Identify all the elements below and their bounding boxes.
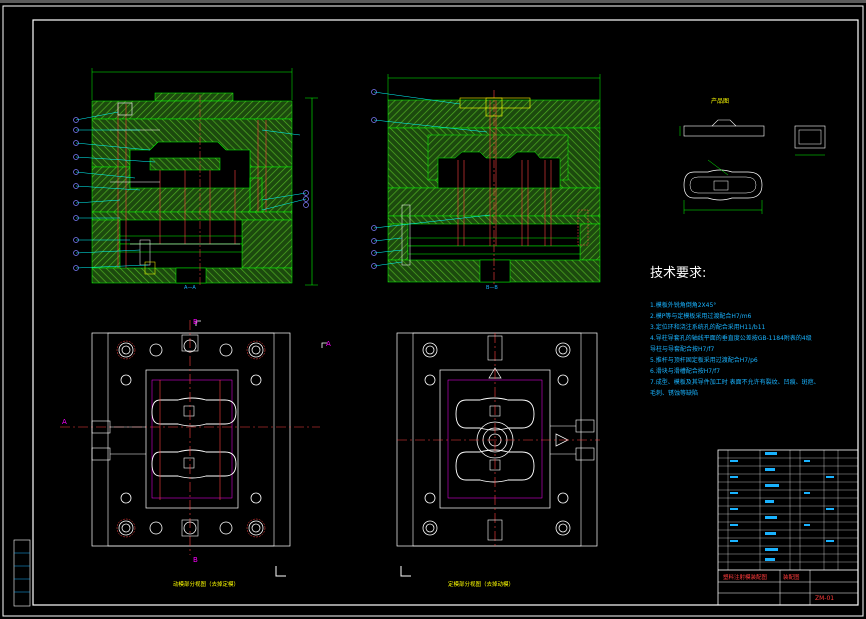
moving-half-caption: 动模部分视图（去掉定模） — [173, 582, 240, 588]
fixed-half-plan-view — [396, 332, 600, 577]
product-detail-view — [679, 119, 826, 214]
tech-requirement-item: 1.模板外锐角倒角2X45° — [650, 302, 717, 309]
sheet-outer-border — [2, 5, 864, 617]
section-view-a-a — [73, 68, 318, 286]
tech-requirement-item: 7.成型、模板及其导件加工时 表面不允许有裂纹、凹痕、斑疤、 — [650, 379, 820, 386]
section-mark-a-right: A — [326, 340, 331, 348]
detail-view-label: 产品图 — [711, 98, 730, 105]
title-block-red-label: 装配图 — [783, 575, 800, 581]
title-block-table — [717, 449, 859, 606]
section-label-a-a: A—A — [184, 285, 196, 291]
fixed-half-caption: 定模部分视图（去掉动模） — [448, 582, 515, 588]
binding-strip — [13, 539, 31, 607]
tech-requirement-item: 毛刺、锈蚀等缺陷 — [650, 390, 699, 397]
tech-requirement-item: 导柱与导套配合按H7/f7 — [650, 346, 715, 353]
tech-requirement-item: 5.推杆与顶杆固定板采用过渡配合H7/p6 — [650, 357, 758, 364]
tech-requirements-title: 技术要求: — [650, 266, 707, 281]
tech-requirement-item: 2.模P等与定模板采用过渡配合H7/m6 — [650, 313, 752, 320]
tech-requirements-list: 1.模板外锐角倒角2X45° 2.模P等与定模板采用过渡配合H7/m6 3.定位… — [650, 300, 820, 399]
tech-requirement-item: 3.定位环和浇注系统孔的配合采用H11/b11 — [650, 324, 766, 331]
section-label-b-b: B—B — [486, 285, 498, 291]
sheet-inner-border — [32, 19, 859, 606]
title-block-header: 塑料注射模装配图 — [723, 575, 768, 581]
window-top-strip — [0, 0, 866, 3]
section-view-b-b — [371, 74, 601, 285]
title-block-sheet-code: ZM-01 — [815, 595, 835, 602]
tech-requirement-item: 4.导柱导套孔的轴线平面的垂直度公差按GB-1184附表的4级 — [650, 335, 812, 342]
section-mark-b-bottom: B — [193, 556, 198, 564]
section-mark-a-left: A — [62, 418, 67, 426]
tech-requirement-item: 6.滑块与滑槽配合按H7/f7 — [650, 368, 721, 375]
section-mark-b-top: B — [193, 318, 198, 326]
binding-strip-lines — [14, 552, 30, 593]
moving-half-plan-view — [60, 320, 327, 577]
